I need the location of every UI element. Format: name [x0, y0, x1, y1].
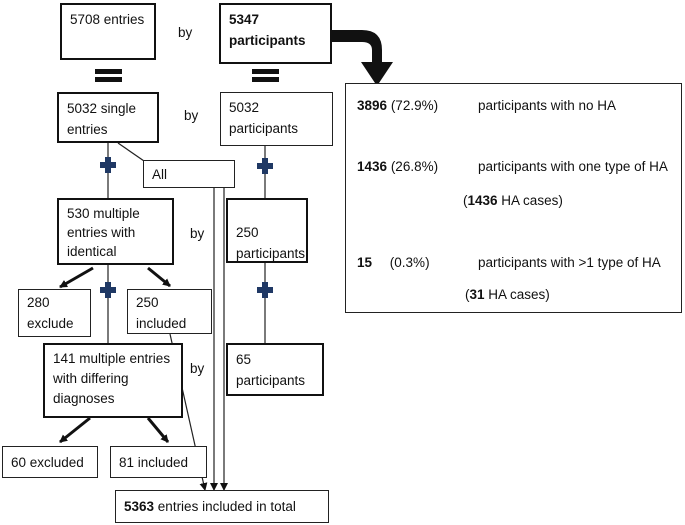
summary-row-3: 15 (0.3%) [357, 252, 430, 273]
summary-row-3-cases-open: ( [465, 287, 470, 302]
by-label-3: by [190, 226, 205, 241]
by-label-4: by [190, 361, 205, 376]
equals-icon-left-bottom [95, 77, 122, 82]
exclude-280-label: 280 exclude [27, 295, 74, 331]
arrow-530-to-250 [147, 266, 171, 288]
summary-row-1-desc: participants with no HA [478, 98, 617, 113]
arrow-530-to-280 [59, 266, 94, 289]
single-entries-5032-label: 5032 single entries [67, 101, 137, 137]
entries-5708-box: 5708 entries [60, 3, 156, 60]
included-81-label: 81 included [119, 455, 189, 470]
multiple-entries-530-box: 530 multiple entries with identical [57, 198, 174, 265]
all-label: All [152, 167, 168, 182]
summary-box: 3896 (72.9%) participants with no HA 143… [345, 83, 682, 313]
summary-row-2-pct: (26.8%) [390, 159, 439, 174]
equals-icon-right-top [252, 69, 279, 74]
summary-row-3-cases-count: 31 [469, 287, 485, 302]
summary-row-3-desc: participants with >1 type of HA [478, 255, 661, 270]
summary-row-1: 3896 (72.9%) [357, 95, 438, 116]
summary-row-2-cases-open: ( [463, 193, 468, 208]
multiple-entries-141-label: 141 multiple entries with differing diag… [53, 351, 171, 406]
multiple-entries-141-box: 141 multiple entries with differing diag… [43, 343, 183, 418]
summary-row-2-count: 1436 [357, 159, 388, 174]
included-250-label: 250 included [136, 295, 187, 331]
total-label: entries included in total [154, 499, 296, 514]
summary-row-2-desc: participants with one type of HA [478, 159, 668, 174]
summary-row-3-cases: (31 HA cases) [465, 284, 550, 305]
equals-icon-left-top [95, 69, 122, 74]
curved-arrow-icon [331, 30, 393, 86]
multiple-entries-530-label: 530 multiple entries with identical [67, 206, 140, 259]
by-label-2: by [184, 108, 199, 123]
participants-5032-label: 5032 participants [229, 100, 299, 136]
by-label-1: by [178, 25, 193, 40]
participants-5347-label: 5347 participants [229, 12, 306, 48]
participants-65-label: 65 participants [236, 352, 306, 388]
summary-row-2-cases: (1436 HA cases) [463, 190, 563, 211]
participants-5347-box: 5347 participants [219, 3, 332, 64]
plus-icon-left-1 [100, 157, 116, 173]
arrow-141-to-60 [59, 416, 91, 444]
summary-row-2-cases-label: HA cases) [497, 193, 563, 208]
plus-icon-right-1 [257, 158, 273, 174]
entries-5708-label: 5708 entries [70, 12, 145, 27]
single-entries-5032-box: 5032 single entries [57, 92, 159, 143]
summary-row-1-pct: (72.9%) [390, 98, 439, 113]
summary-row-3-count: 15 [357, 255, 373, 270]
participants-250-box: 250 participants [226, 198, 308, 263]
plus-icon-right-2 [257, 282, 273, 298]
summary-row-2-cases-count: 1436 [467, 193, 498, 208]
participants-250-label: 250 participants [236, 225, 306, 261]
excluded-60-label: 60 excluded [11, 455, 84, 470]
participants-65-box: 65 participants [226, 343, 324, 396]
arrow-141-to-81 [146, 417, 170, 443]
summary-row-3-pct: (0.3%) [389, 255, 430, 270]
plus-icon-left-2 [100, 282, 116, 298]
participants-5032-box: 5032 participants [220, 92, 333, 146]
summary-row-2: 1436 (26.8%) [357, 156, 438, 177]
equals-icon-right-bottom [252, 77, 279, 82]
all-box: All [143, 160, 235, 188]
included-250-box: 250 included [127, 289, 212, 334]
total-count: 5363 [124, 499, 155, 514]
summary-row-3-cases-label: HA cases) [484, 287, 550, 302]
summary-row-1-count: 3896 [357, 98, 388, 113]
total-box: 5363 entries included in total [115, 490, 329, 523]
included-81-box: 81 included [110, 446, 207, 478]
excluded-60-box: 60 excluded [2, 446, 98, 478]
exclude-280-box: 280 exclude [18, 289, 91, 337]
